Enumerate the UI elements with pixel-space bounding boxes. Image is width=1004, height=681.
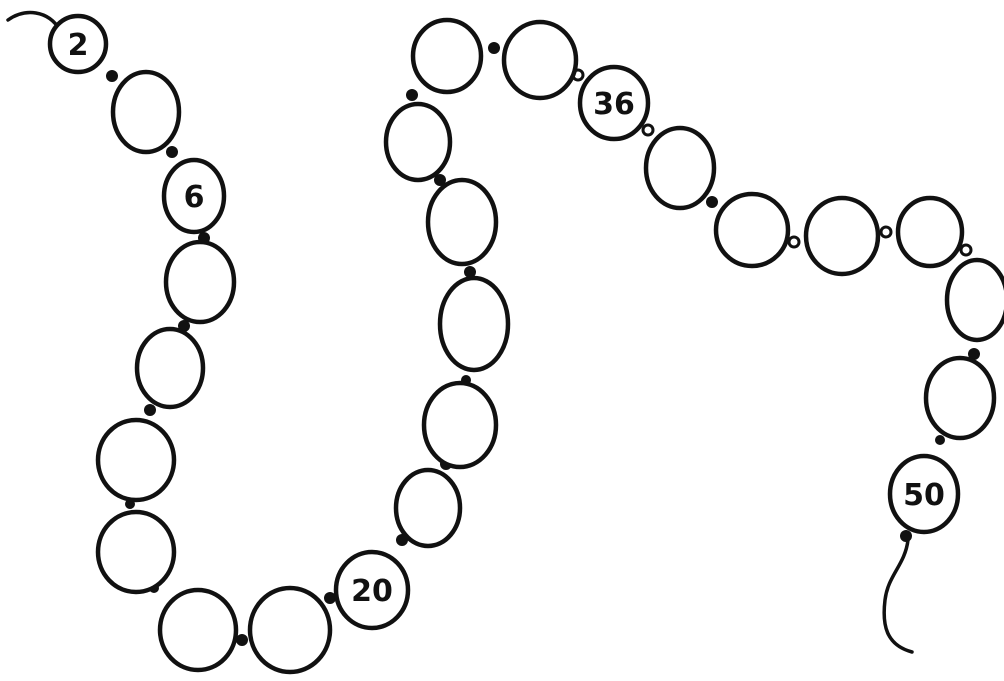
knot <box>406 89 418 101</box>
knot <box>961 245 971 255</box>
knot <box>881 227 891 237</box>
bead <box>98 420 174 500</box>
knot <box>935 435 945 445</box>
bead <box>113 72 179 152</box>
knot <box>144 404 156 416</box>
bead <box>806 198 878 274</box>
bead <box>424 383 496 467</box>
bead <box>947 260 1004 340</box>
string-start <box>8 13 60 30</box>
bead <box>646 128 714 208</box>
bead <box>926 358 994 438</box>
bead <box>898 198 962 266</box>
knot <box>166 146 178 158</box>
bead <box>396 470 460 546</box>
bead-label-36: 36 <box>593 87 635 122</box>
bead-label-20: 20 <box>351 574 393 609</box>
bead <box>98 512 174 592</box>
string-end <box>884 540 912 652</box>
beads <box>50 16 1004 672</box>
knot <box>106 70 118 82</box>
bead <box>413 20 481 92</box>
knot <box>900 530 912 542</box>
knots <box>106 42 980 646</box>
bead <box>250 588 330 672</box>
bead-label-2: 2 <box>68 28 89 63</box>
bead-label-50: 50 <box>903 478 945 513</box>
bead <box>160 590 236 670</box>
knot <box>789 237 799 247</box>
bead <box>504 22 576 98</box>
bead <box>386 104 450 180</box>
bead <box>137 329 203 407</box>
bead <box>166 242 234 322</box>
knot <box>643 125 653 135</box>
bead <box>428 180 496 264</box>
bead <box>440 278 508 370</box>
bead-label-6: 6 <box>184 180 205 215</box>
knot <box>488 42 500 54</box>
bead <box>716 194 788 266</box>
knot <box>706 196 718 208</box>
